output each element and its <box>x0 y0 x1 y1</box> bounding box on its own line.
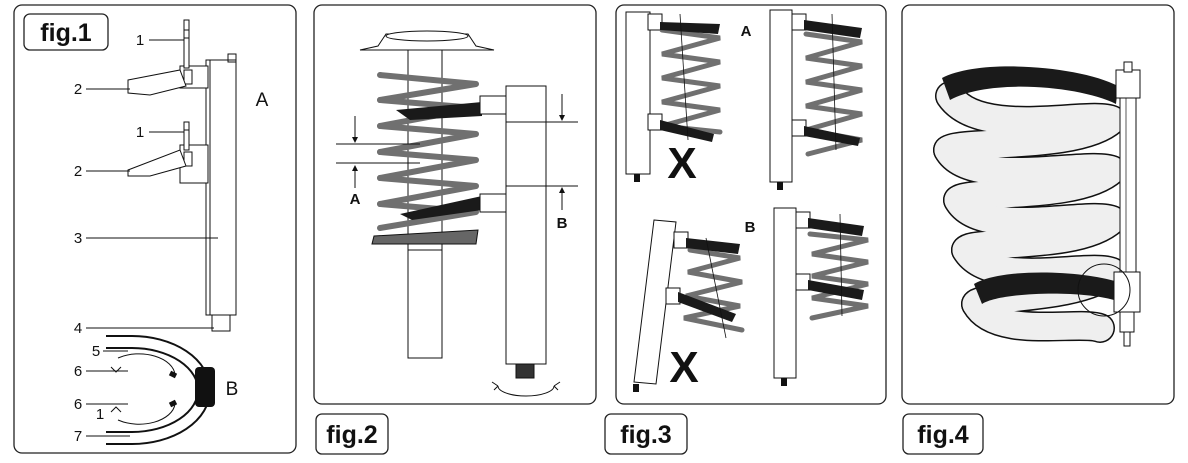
fig2-compressor-column <box>336 85 578 397</box>
fig4-spring-closeup <box>933 61 1141 347</box>
callout-2: 2 <box>74 81 82 98</box>
fig4-frame <box>901 4 1175 405</box>
fig3-label-a: A <box>741 23 752 40</box>
callout-4: 4 <box>74 320 82 337</box>
fig3-b-wrong: X <box>633 219 745 392</box>
fig3-label-b: B <box>745 219 756 236</box>
callout-5: 5 <box>92 343 100 360</box>
fig1-frame <box>13 4 297 454</box>
wrong-mark-icon: X <box>669 343 698 392</box>
callout-2: 2 <box>74 163 82 180</box>
fig3-a-correct <box>769 9 863 190</box>
fig1-leader-lines <box>86 39 218 329</box>
fig2-dimension-arrows <box>352 94 565 210</box>
fig1-jaw-top-view <box>106 335 215 445</box>
callout-7: 7 <box>74 428 82 445</box>
callout-1: 1 <box>136 32 144 49</box>
svg-text:fig.4: fig.4 <box>917 421 968 449</box>
fig3-frame <box>615 4 887 405</box>
callout-6: 6 <box>74 396 82 413</box>
fig2-spring <box>377 72 479 231</box>
fig3-a-wrong: X <box>625 11 723 188</box>
fig2-label: fig.2 <box>315 413 389 455</box>
fig2-frame <box>313 4 597 405</box>
fig1-label: fig.1 <box>23 13 109 51</box>
fig1-compressor-side-view <box>127 19 237 332</box>
view-a-label: A <box>256 90 269 111</box>
fig1-leader-lines-b <box>86 350 130 437</box>
fig1-callouts: 1 2 1 2 3 4 5 6 6 1 7 A B <box>74 32 269 445</box>
label-b: B <box>557 215 568 232</box>
fig2-labels: A B <box>350 191 568 232</box>
callout-1: 1 <box>96 406 104 423</box>
callout-1: 1 <box>136 124 144 141</box>
wrong-mark-icon: X <box>667 139 696 188</box>
callout-3: 3 <box>74 230 82 247</box>
fig4-label: fig.4 <box>902 413 984 455</box>
svg-text:fig.2: fig.2 <box>326 421 377 449</box>
callout-6: 6 <box>74 363 82 380</box>
view-b-label: B <box>226 379 239 400</box>
svg-text:fig.1: fig.1 <box>40 19 91 47</box>
label-a: A <box>350 191 361 208</box>
fig3-b-correct <box>773 207 869 386</box>
svg-text:fig.3: fig.3 <box>620 421 671 449</box>
fig3-label: fig.3 <box>604 413 688 455</box>
fig2-jaws <box>396 102 482 220</box>
